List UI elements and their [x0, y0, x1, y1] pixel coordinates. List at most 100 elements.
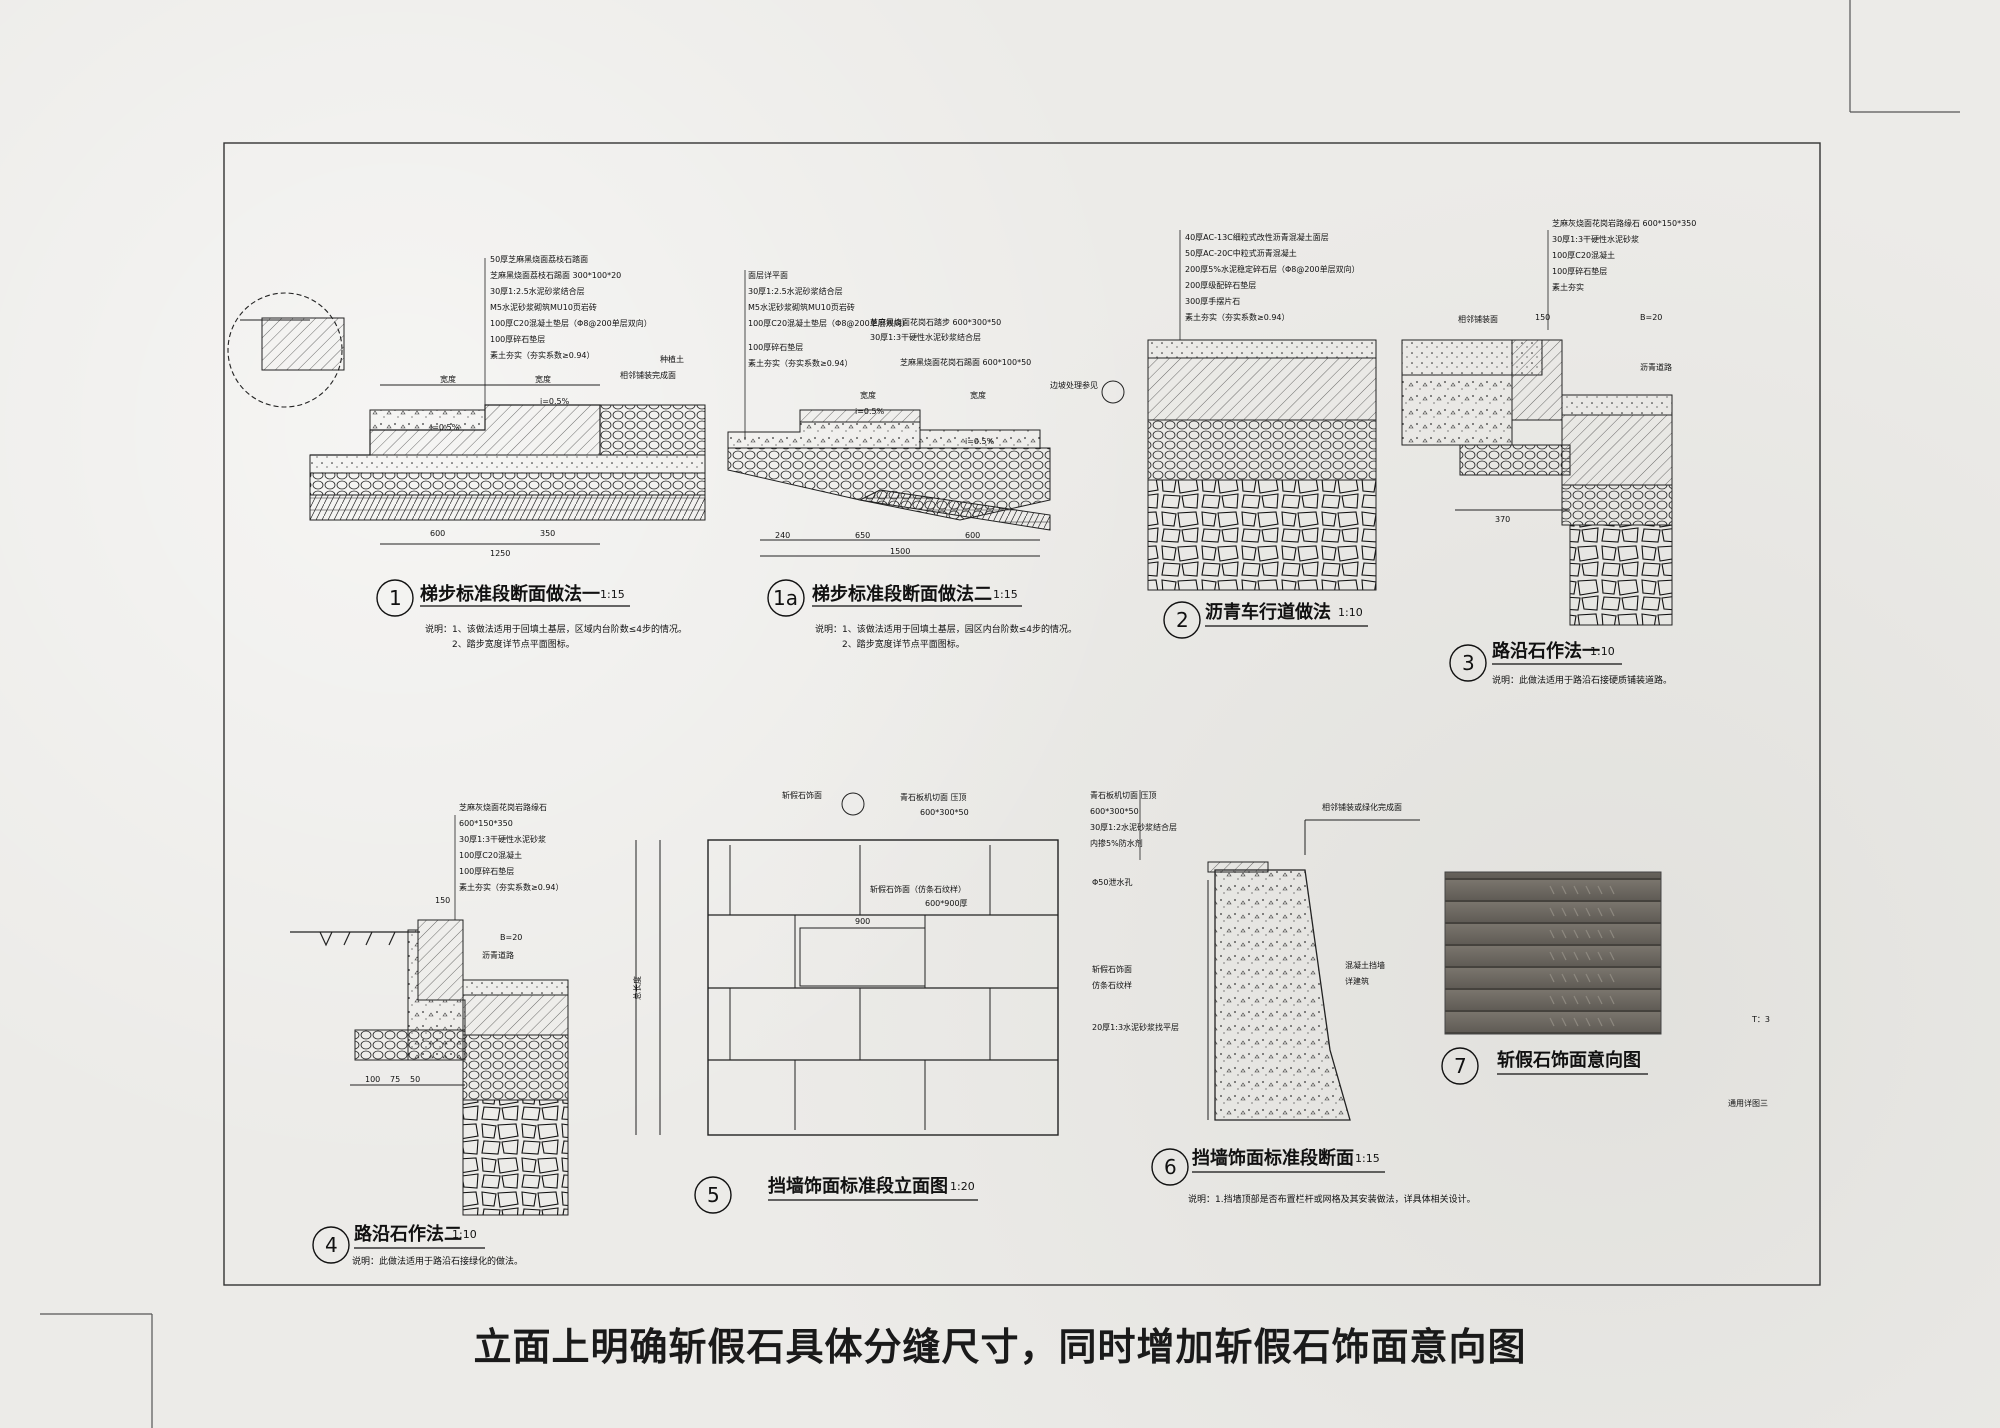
- svg-text:M5水泥砂浆砌筑MU10页岩砖: M5水泥砂浆砌筑MU10页岩砖: [490, 302, 597, 312]
- svg-text:素土夯实（夯实系数≥0.94）: 素土夯实（夯实系数≥0.94）: [748, 358, 853, 368]
- label-tread: 芝麻黑烧面花岗石踏步 600*300*50: [870, 317, 1001, 327]
- dim-1250: 1250: [490, 549, 510, 558]
- svg-text:100厚C20混凝土: 100厚C20混凝土: [459, 850, 522, 860]
- svg-text:100厚C20混凝土垫层（Φ8@200单层双向）: 100厚C20混凝土垫层（Φ8@200单层双向）: [490, 318, 652, 328]
- label-width-2: 宽度: [535, 374, 551, 384]
- svg-text:200厚级配碎石垫层: 200厚级配碎石垫层: [1185, 280, 1256, 290]
- detail-3-layer-callouts: 芝麻灰烧面花岗岩路缘石 600*150*350 30厚1:3干硬性水泥砂浆 10…: [1552, 218, 1696, 292]
- label-weep-hole: Φ50泄水孔: [1092, 877, 1132, 887]
- detail-1a-note-2: 2、踏步宽度详节点平面图标。: [842, 638, 965, 650]
- label-adjacent-paving: 相邻铺装完成面: [620, 370, 676, 380]
- detail-4-note: 说明：此做法适用于路沿石接绿化的做法。: [352, 1255, 523, 1267]
- detail-7-number: 7: [1454, 1054, 1467, 1078]
- label-width-3: 宽度: [860, 390, 876, 400]
- svg-text:芝麻灰烧面花岗岩路缘石 600*150*350: 芝麻灰烧面花岗岩路缘石 600*150*350: [1552, 218, 1696, 228]
- label-total-length: 总长度: [632, 976, 642, 1000]
- detail-1-stair-section: 宽度 宽度 i=0.5% i=0.5% 600 350 1250 种植土 相邻铺…: [227, 254, 706, 650]
- label-b20-3: B=20: [1640, 313, 1662, 322]
- svg-text:素土夯实: 素土夯实: [1552, 282, 1584, 292]
- detail-1a-number: 1a: [773, 586, 798, 610]
- label-finish-ref: 斩假石饰面: [782, 790, 822, 800]
- detail-1a-layer-callouts: 面层详平面 30厚1:2.5水泥砂浆结合层 M5水泥砂浆砌筑MU10页岩砖 10…: [748, 270, 910, 368]
- dim-75-4: 75: [390, 1075, 400, 1084]
- label-planting-soil: 种植土: [660, 354, 684, 364]
- dim-100-4: 100: [365, 1075, 380, 1084]
- detail-2-asphalt-road: 40厚AC-13C细粒式改性沥青混凝土面层 50厚AC-20C中粒式沥青混凝土 …: [1147, 230, 1377, 639]
- svg-text:50厚AC-20C中粒式沥青混凝土: 50厚AC-20C中粒式沥青混凝土: [1185, 248, 1297, 258]
- detail-3-title: 路沿石作法一: [1492, 640, 1600, 662]
- label-faux-stone-size: 600*900厚: [925, 899, 968, 908]
- detail-4-layer-callouts: 芝麻灰烧面花岗岩路缘石 600*150*350 30厚1:3干硬性水泥砂浆 10…: [459, 802, 564, 892]
- dim-900: 900: [855, 917, 870, 926]
- sheet-code: 通用详图三: [1728, 1098, 1768, 1108]
- detail-7-finish-image: 7 斩假石饰面意向图: [1441, 871, 1662, 1085]
- label-coping: 青石板机切面 压顶: [900, 792, 967, 802]
- detail-1-title: 梯步标准段断面做法一: [420, 583, 600, 605]
- label-coping-size: 600*300*50: [920, 808, 969, 817]
- svg-text:200厚5%水泥稳定碎石层（Φ8@200单层双向）: 200厚5%水泥稳定碎石层（Φ8@200单层双向）: [1185, 264, 1360, 274]
- detail-4-number: 4: [325, 1233, 338, 1257]
- label-riser: 芝麻黑烧面花岗石踢面 600*100*50: [900, 357, 1031, 367]
- svg-text:青石板机切面 压顶: 青石板机切面 压顶: [1090, 790, 1157, 800]
- svg-text:芝麻黑烧面荔枝石踢面 300*100*20: 芝麻黑烧面荔枝石踢面 300*100*20: [490, 270, 621, 280]
- detail-2-number: 2: [1176, 608, 1189, 632]
- detail-2-title: 沥青车行道做法: [1205, 601, 1331, 623]
- detail-6-scale: 1:15: [1355, 1152, 1380, 1165]
- detail-6-note: 说明：1.挡墙顶部是否布置栏杆或网格及其安装做法，详具体相关设计。: [1188, 1193, 1476, 1205]
- svg-text:100厚碎石垫层: 100厚碎石垫层: [748, 342, 803, 352]
- label-levelling: 20厚1:3水泥砂浆找平层: [1092, 1022, 1179, 1032]
- label-asphalt-road-4: 沥青道路: [482, 950, 514, 960]
- svg-text:面层详平面: 面层详平面: [748, 270, 788, 280]
- svg-text:30厚1:2水泥砂浆结合层: 30厚1:2水泥砂浆结合层: [1090, 822, 1177, 832]
- detail-5-title: 挡墙饰面标准段立面图: [768, 1175, 948, 1197]
- dim-150-4: 150: [435, 896, 450, 905]
- label-asphalt-road-3: 沥青道路: [1640, 362, 1672, 372]
- detail-7-title: 斩假石饰面意向图: [1497, 1049, 1641, 1071]
- detail-3-scale: 1:10: [1590, 645, 1615, 658]
- svg-text:30厚1:3干硬性水泥砂浆: 30厚1:3干硬性水泥砂浆: [459, 834, 546, 844]
- label-mortar: 30厚1:3干硬性水泥砂浆结合层: [870, 332, 981, 342]
- detail-6-title: 挡墙饰面标准段断面: [1192, 1147, 1354, 1169]
- label-faux-finish: 斩假石饰面: [1092, 964, 1132, 974]
- svg-text:100厚C20混凝土垫层（Φ8@200单层双向）: 100厚C20混凝土垫层（Φ8@200单层双向）: [748, 318, 910, 328]
- dim-150-3: 150: [1535, 313, 1550, 322]
- detail-6-layer-callouts: 青石板机切面 压顶 600*300*50 30厚1:2水泥砂浆结合层 内掺5%防…: [1090, 790, 1177, 848]
- label-faux-stone: 斩假石饰面（仿条石纹样）: [870, 884, 966, 894]
- svg-text:100厚碎石垫层: 100厚碎石垫层: [490, 334, 545, 344]
- label-adjacent-paving-3: 相邻铺装面: [1458, 314, 1498, 324]
- detail-3-curb-method-1: 芝麻灰烧面花岗岩路缘石 600*150*350 30厚1:3干硬性水泥砂浆 10…: [1401, 218, 1696, 686]
- dim-350: 350: [540, 529, 555, 538]
- svg-text:素土夯实（夯实系数≥0.94）: 素土夯实（夯实系数≥0.94）: [1185, 312, 1290, 322]
- dim-600: 600: [430, 529, 445, 538]
- label-retaining-wall: 混凝土挡墙: [1345, 960, 1385, 970]
- detail-1a-scale: 1:15: [993, 588, 1018, 601]
- detail-1-note-2: 2、踏步宽度详节点平面图标。: [452, 638, 575, 650]
- label-slope-2: i=0.5%: [540, 397, 570, 406]
- dim-50-4: 50: [410, 1075, 420, 1084]
- detail-4-scale: 1:10: [452, 1228, 477, 1241]
- detail-5-wall-elevation: 总长度 斩假石饰面 青石板机切面 压顶 600*300*50 斩假石饰面（仿条石…: [632, 790, 1059, 1214]
- label-slope-1: i=0.5%: [430, 423, 460, 432]
- detail-4-curb-method-2: 芝麻灰烧面花岗岩路缘石 600*150*350 30厚1:3干硬性水泥砂浆 10…: [290, 802, 569, 1267]
- detail-3-number: 3: [1462, 651, 1475, 675]
- svg-text:600*150*350: 600*150*350: [459, 819, 513, 828]
- detail-6-number: 6: [1164, 1155, 1177, 1179]
- detail-1-number: 1: [389, 586, 402, 610]
- svg-text:50厚芝麻黑烧面荔枝石踏面: 50厚芝麻黑烧面荔枝石踏面: [490, 254, 588, 264]
- label-stone-pattern: 仿条石纹样: [1092, 980, 1132, 990]
- detail-6-wall-section: 青石板机切面 压顶 600*300*50 30厚1:2水泥砂浆结合层 内掺5%防…: [1090, 790, 1476, 1205]
- label-slope-3: i=0.5%: [855, 407, 885, 416]
- detail-2-layer-callouts: 40厚AC-13C细粒式改性沥青混凝土面层 50厚AC-20C中粒式沥青混凝土 …: [1185, 232, 1360, 322]
- dim-650: 650: [855, 531, 870, 540]
- svg-text:芝麻灰烧面花岗岩路缘石: 芝麻灰烧面花岗岩路缘石: [459, 802, 547, 812]
- dim-240: 240: [775, 531, 790, 540]
- svg-text:素土夯实（夯实系数≥0.94）: 素土夯实（夯实系数≥0.94）: [459, 882, 564, 892]
- detail-4-title: 路沿石作法二: [354, 1223, 462, 1245]
- label-width-4: 宽度: [970, 390, 986, 400]
- svg-text:素土夯实（夯实系数≥0.94）: 素土夯实（夯实系数≥0.94）: [490, 350, 595, 360]
- svg-text:M5水泥砂浆砌筑MU10页岩砖: M5水泥砂浆砌筑MU10页岩砖: [748, 302, 855, 312]
- detail-1-note-1: 说明：1、该做法适用于回填土基层，区域内台阶数≤4步的情况。: [425, 623, 687, 635]
- sheet-frame: [40, 0, 1960, 1428]
- detail-1-scale: 1:15: [600, 588, 625, 601]
